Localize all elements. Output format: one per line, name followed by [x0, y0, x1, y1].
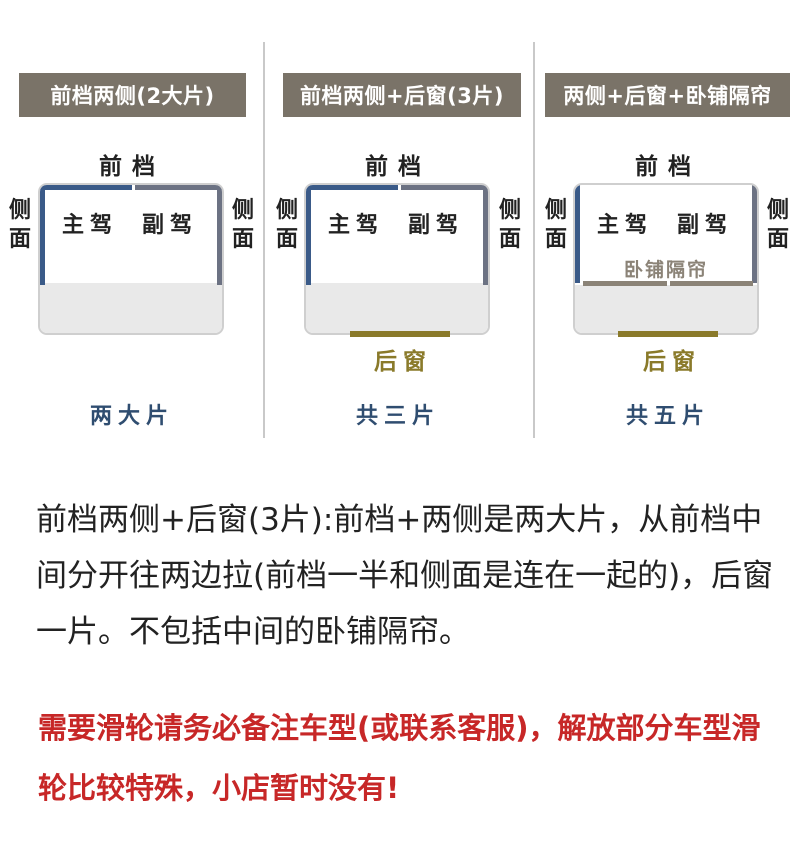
- rear-window-curtain: [350, 331, 450, 337]
- curtain-left: [575, 185, 580, 283]
- side-label-left: 侧面: [8, 198, 31, 252]
- car-rear-area: [40, 283, 222, 333]
- berth-curtain-left: [583, 281, 667, 286]
- curtain-left: [306, 185, 311, 285]
- side-label-right: 侧面: [766, 198, 789, 252]
- rear-window-label: 后窗: [643, 349, 701, 375]
- car-diagram: 主驾 副驾: [38, 183, 224, 335]
- panel-two-sides: 前档两侧(2大片) 前档 侧面 侧面 主驾 副驾 两大片: [0, 40, 264, 440]
- seat-passenger: 副驾: [408, 213, 465, 238]
- panel-sides-rear-berth: 两侧+后窗+卧铺隔帘 前档 侧面 侧面 主驾 副驾 卧铺隔帘 后窗 共五片: [536, 40, 800, 440]
- seat-passenger: 副驾: [142, 213, 199, 238]
- curtain-right: [135, 185, 222, 190]
- divider-1: [263, 42, 265, 438]
- piece-count: 共三片: [355, 404, 440, 429]
- side-label-left: 侧面: [544, 198, 567, 252]
- curtain-left: [40, 185, 132, 190]
- description-text: 前档两侧+后窗(3片):前档+两侧是两大片，从前档中间分开往两边拉(前档一半和侧…: [36, 502, 774, 650]
- car-rear-area: [575, 285, 757, 333]
- front-label: 前档: [99, 154, 165, 180]
- car-diagram: 主驾 副驾 卧铺隔帘: [573, 183, 759, 335]
- seat-passenger: 副驾: [677, 213, 734, 238]
- side-label-right: 侧面: [498, 198, 521, 252]
- curtain-right: [483, 185, 488, 285]
- rear-window-label: 后窗: [374, 349, 432, 375]
- front-label: 前档: [635, 154, 701, 180]
- panel-title: 两侧+后窗+卧铺隔帘: [545, 73, 790, 117]
- piece-count: 共五片: [625, 404, 710, 429]
- seat-driver: 主驾: [328, 213, 385, 238]
- berth-curtain-right: [670, 281, 753, 286]
- car-diagram: 主驾 副驾: [304, 183, 490, 335]
- curtain-left: [40, 185, 45, 285]
- panel-sides-rear: 前档两侧+后窗(3片) 前档 侧面 侧面 主驾 副驾 后窗 共三片: [266, 40, 530, 440]
- curtain-right: [217, 185, 222, 285]
- rear-window-curtain: [618, 331, 718, 337]
- curtain-left: [306, 185, 398, 190]
- piece-count: 两大片: [89, 404, 174, 429]
- divider-2: [533, 42, 535, 438]
- curtain-right: [401, 185, 488, 190]
- side-label-left: 侧面: [275, 198, 298, 252]
- pulley-note: 需要滑轮请务必备注车型(或联系客服)，解放部分车型滑轮比较特殊，小店暂时没有!: [38, 711, 761, 805]
- side-label-right: 侧面: [231, 198, 254, 252]
- seat-driver: 主驾: [62, 213, 119, 238]
- panel-title: 前档两侧+后窗(3片): [283, 73, 521, 117]
- berth-curtain-label: 卧铺隔帘: [623, 259, 708, 281]
- car-rear-area: [306, 283, 488, 333]
- curtain-right: [752, 185, 757, 283]
- seat-driver: 主驾: [597, 213, 654, 238]
- panel-title: 前档两侧(2大片): [19, 73, 246, 117]
- front-label: 前档: [365, 154, 431, 180]
